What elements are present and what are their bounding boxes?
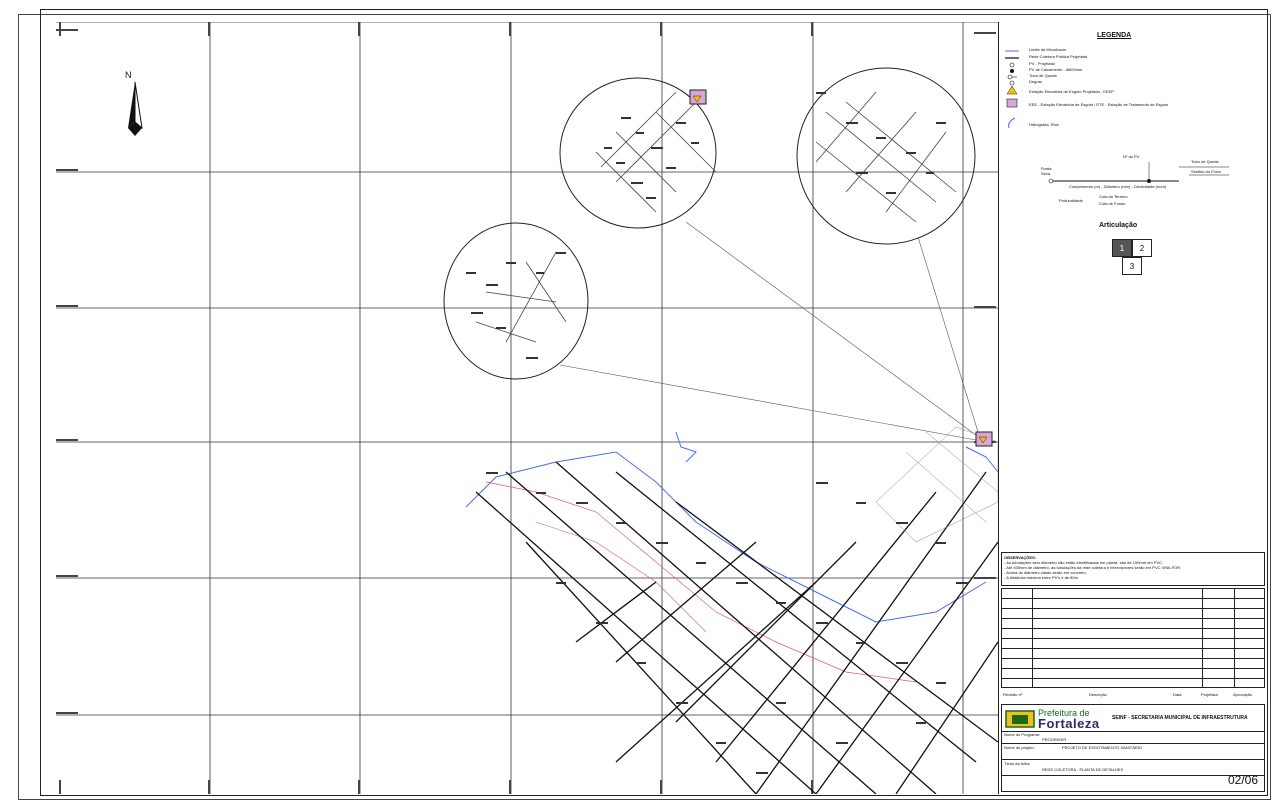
diagram-comprimento: Comprimento (m) - Diâmetro (mm) - Decliv…: [1069, 184, 1167, 189]
diagram-seca: Seca: [1041, 171, 1051, 176]
programa-label: Nome do Programa:: [1004, 732, 1041, 737]
pipe-annotation-diagram: [1048, 162, 1229, 184]
legend-item: Hidrografia, Rios: [1029, 122, 1059, 127]
observacao-line: - Acima do diâmetro citado serão em conc…: [1004, 570, 1087, 575]
title-block: Prefeitura de Fortaleza SEINF - SECRETAR…: [1001, 704, 1265, 792]
diagram-cota-terreno: Cota do Terreno: [1099, 194, 1128, 199]
rev-header-date: Data: [1173, 692, 1182, 697]
observacao-line: - Até 400mm de diâmetro, as tubulações d…: [1004, 565, 1182, 570]
prefeitura-logo: Prefeitura de Fortaleza: [1004, 707, 1104, 731]
eeep-station-icon: [689, 89, 707, 105]
eee-ete-icon: [1006, 98, 1018, 108]
legend-panel: LEGENDA Limite da Microbacia Rede Coleto…: [998, 22, 1266, 794]
legend-item: EEE - Estação Elevatória de Esgoto / ETE…: [1029, 102, 1169, 107]
rev-header-description: Descrição: [1089, 692, 1107, 697]
rev-header-approval: Aprovação: [1233, 692, 1253, 697]
legend-item: Rede Coletora Pública Projetada: [1029, 54, 1088, 59]
detail-labels-1: [604, 117, 699, 199]
diagram-n-pv: Nº do PV: [1123, 154, 1140, 159]
eeep-main-icon: [975, 431, 993, 447]
projeto-value: PROJETO DE ESGOTAMENTO SANITÁRIO: [1062, 745, 1143, 750]
legend-item: Degrau: [1029, 79, 1043, 84]
sewer-network-icon: [1005, 57, 1019, 59]
map-canvas: [56, 22, 998, 794]
diagram-sentido-fluxo: Sentido do Fluxo: [1191, 169, 1222, 174]
titulo-value: REDE COLETORA - PLANTA DE DETALHES: [1042, 767, 1124, 772]
legend-item: PV de Calcamento - Ø600mm: [1029, 67, 1083, 72]
observacoes-box: OBSERVAÇÕES: - As tubulações sem diâmetr…: [1001, 552, 1265, 586]
main-network: [465, 426, 998, 794]
pv-calcamento-icon: [1010, 69, 1014, 73]
articulacao-cell-1: 1: [1112, 239, 1132, 257]
detail-network-2: [815, 91, 957, 223]
city-crest-icon: [1005, 710, 1035, 728]
observacao-line: - A distância máxima entre PV's é de 80m: [1004, 575, 1078, 580]
detail-labels-2: [816, 92, 946, 194]
legend-item: Limite da Microbacia: [1029, 47, 1066, 52]
legend-item: PV - Projetado: [1029, 61, 1056, 66]
articulacao-cell-3: 3: [1122, 257, 1142, 275]
logo-line2: Fortaleza: [1038, 716, 1100, 731]
detail-network-1: [595, 91, 717, 213]
diagram-cota-fundo: Cota de Fundo: [1099, 201, 1126, 206]
projeto-label: Nome do projeto:: [1004, 745, 1035, 750]
hydrography-icon: [1008, 117, 1016, 129]
observacoes-title: OBSERVAÇÕES:: [1004, 555, 1037, 560]
legend-title: LEGENDA: [1097, 32, 1132, 39]
articulacao-cell-2: 2: [1132, 239, 1152, 257]
titulo-label: Título da folha:: [1004, 761, 1031, 766]
microbasin-boundary-icon: [1005, 50, 1019, 52]
coordinate-grid: [56, 22, 998, 794]
secretaria-name: SEINF - SECRETARIA MUNICIPAL DE INFRAEST…: [1112, 715, 1248, 721]
drop-pipe-icon: [1007, 74, 1017, 80]
diagram-tubo-queda: Tubo de Queda: [1191, 159, 1219, 164]
drawing-frame: [40, 9, 1268, 796]
detail-labels-3: [466, 252, 566, 359]
diagram-ponta: Ponta: [1041, 166, 1052, 171]
legend-item: Tubo de Queda: [1029, 73, 1057, 78]
step-icon: [1009, 80, 1015, 86]
detail-network-3: [475, 251, 567, 343]
programa-value: PROGREDIR: [1042, 737, 1067, 742]
rev-header-number: Revisão nº: [1003, 692, 1023, 697]
diagram-profundidade: Profundidade: [1059, 198, 1083, 203]
legend-item: Estação Elevatória de Esgoto Projetada -…: [1029, 89, 1114, 94]
rev-header-designer: Projetista: [1201, 692, 1218, 697]
drawing-sheet: [18, 14, 1271, 800]
grid-tick-labels: [56, 22, 996, 794]
observacao-line: - As tubulações sem diâmetro não estão i…: [1004, 560, 1164, 565]
eeep-triangle-icon: [1006, 85, 1018, 95]
logo-line1: Prefeitura de: [1038, 708, 1090, 718]
revision-table: [1001, 588, 1265, 688]
sheet-number: 02/06: [1227, 773, 1258, 787]
articulacao-title: Articulação: [1099, 222, 1138, 229]
detail-circles: [443, 67, 976, 380]
pv-projected-icon: [1009, 62, 1015, 68]
north-arrow-icon: [128, 81, 143, 136]
leader-lines: [559, 221, 985, 442]
north-label: N: [125, 70, 132, 80]
